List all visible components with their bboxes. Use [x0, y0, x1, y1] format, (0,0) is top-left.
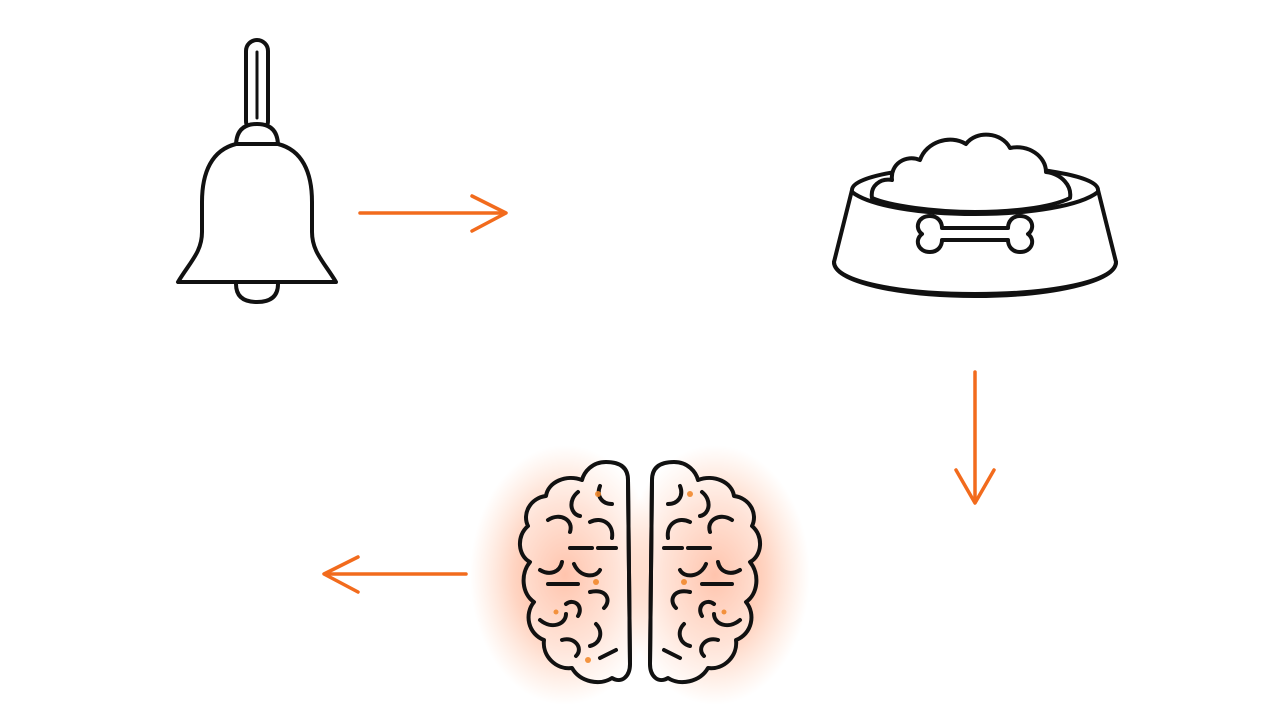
bell-icon	[176, 38, 338, 304]
bell-clapper	[234, 282, 280, 304]
arrow-brain-out	[322, 555, 468, 594]
bowl-food	[869, 132, 1073, 214]
dog-food-bowl-icon	[832, 132, 1118, 298]
brain-right-hemisphere	[648, 460, 762, 685]
bell-body	[176, 142, 338, 284]
brain-left-hemisphere	[518, 460, 632, 685]
brain-icon	[470, 445, 810, 705]
arrow-food-to-brain	[954, 370, 996, 505]
brain-glow-left	[470, 445, 660, 705]
brain-glow-right	[620, 445, 810, 705]
arrow-bell-to-food	[358, 194, 508, 233]
bone-icon	[915, 214, 1035, 254]
bell-collar	[234, 122, 280, 148]
